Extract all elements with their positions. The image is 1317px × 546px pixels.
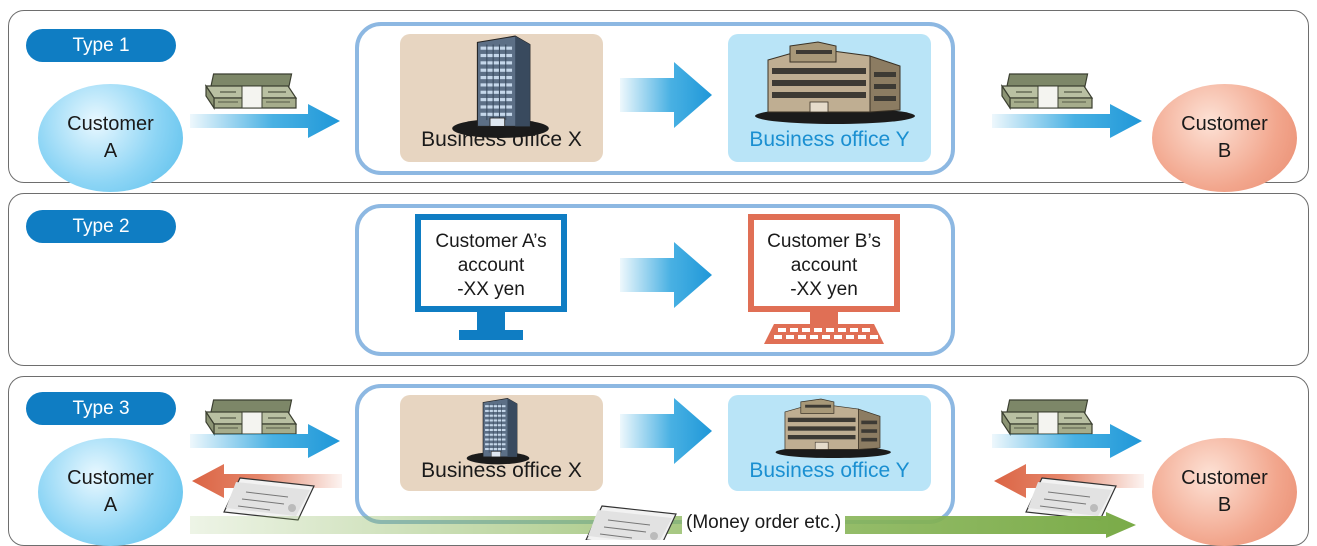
type2-account-b: Customer B’s account -XX yen <box>767 231 881 300</box>
type1-tag: Type 1 <box>26 29 176 62</box>
type2-tag: Type 2 <box>26 210 176 243</box>
type1-arrow-x-to-y <box>620 62 712 128</box>
type1-customer-b: Customer B <box>1152 84 1297 192</box>
type1-arrow-y-to-b <box>992 104 1142 138</box>
type2-account-a: Customer A’s account -XX yen <box>435 231 547 300</box>
type1-office-x-label: Business office X <box>421 128 582 151</box>
type3-money-order-label: (Money order etc.) <box>682 512 846 534</box>
type3-tag: Type 3 <box>26 392 176 425</box>
type3-office-x: Business office X <box>400 395 603 491</box>
type3-customer-b: Customer B <box>1152 438 1297 546</box>
type3-office-y-label: Business office Y <box>749 459 910 482</box>
type2-arrow <box>620 242 712 308</box>
monitor-b-icon <box>748 214 900 344</box>
type1-office-y-label: Business office Y <box>749 128 910 151</box>
type3-money-order-document-icon <box>585 505 677 540</box>
type1-office-y: Business office Y <box>728 34 931 162</box>
type3-office-x-label: Business office X <box>421 459 582 482</box>
type3-customer-a: Customer A <box>38 438 183 546</box>
type1-arrow-a-to-x <box>190 104 340 138</box>
monitor-a-icon <box>415 214 567 340</box>
type3-office-y: Business office Y <box>728 395 931 491</box>
type1-office-x: Business office X <box>400 34 603 162</box>
type3-arrow-x-to-y <box>620 398 712 464</box>
type3-arrow-y-to-b <box>992 424 1142 458</box>
type1-customer-a: Customer A <box>38 84 183 192</box>
type3-arrow-a-to-x <box>190 424 340 458</box>
